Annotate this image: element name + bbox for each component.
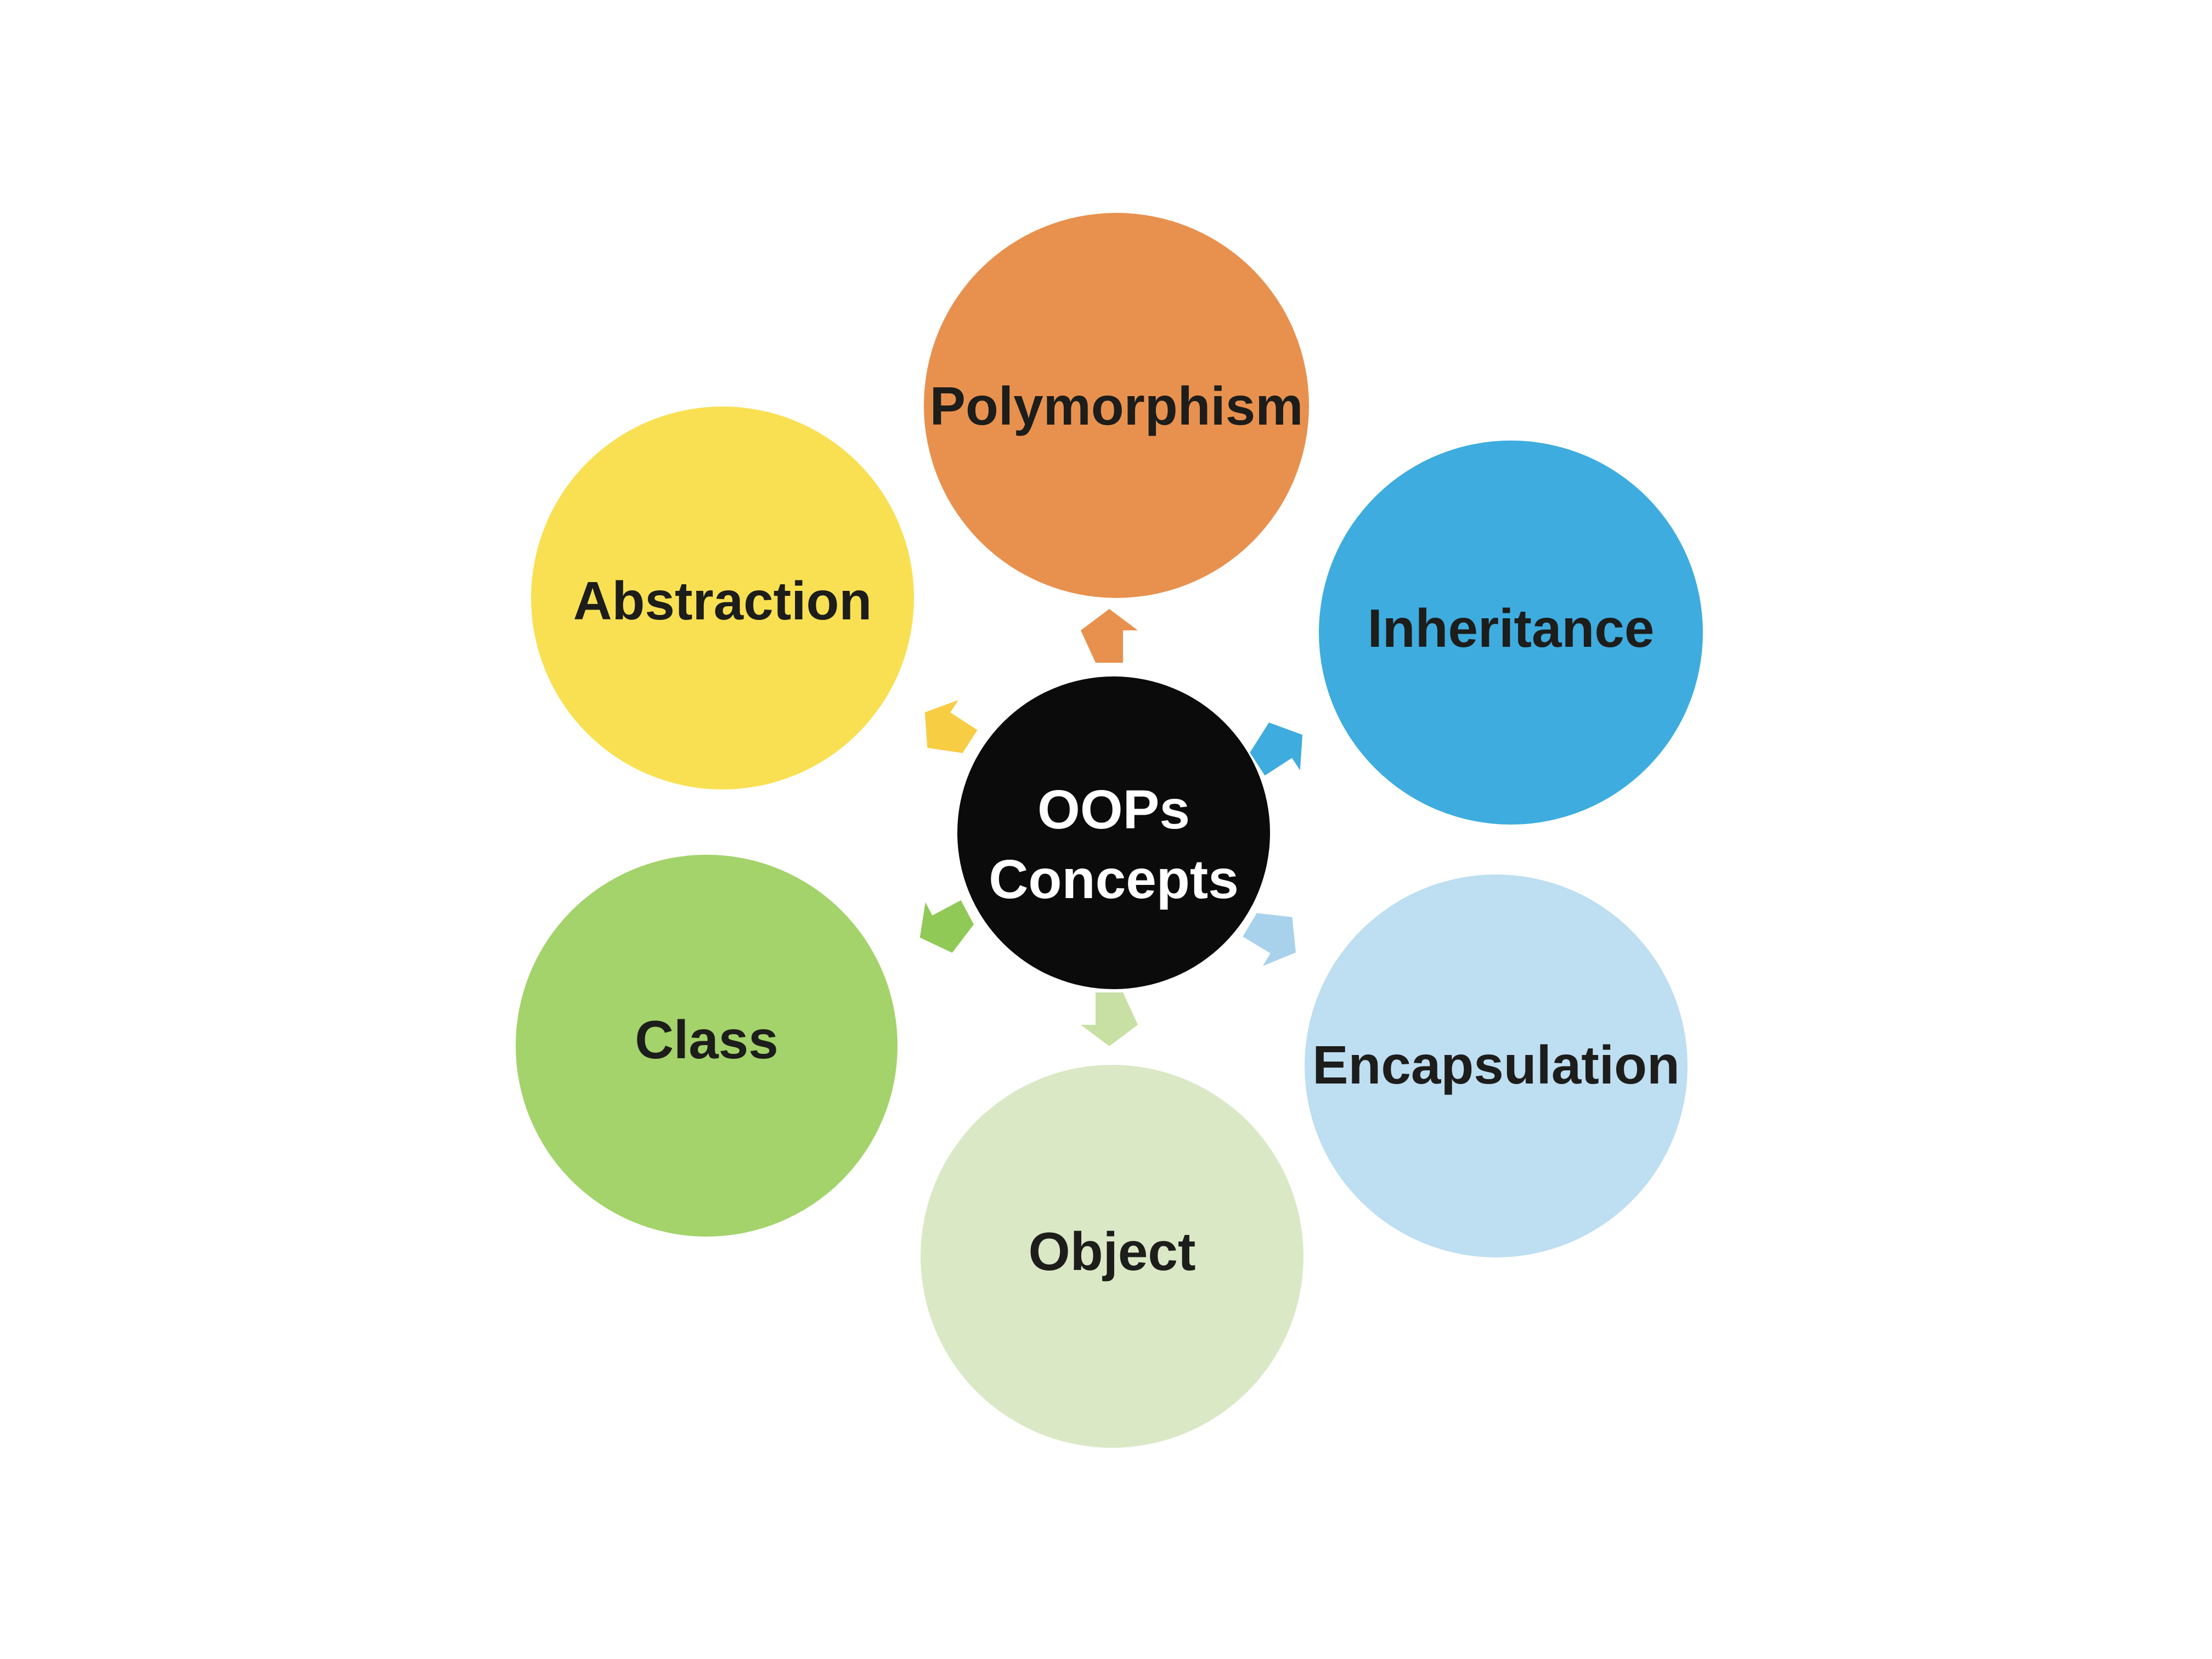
node-abstraction: Abstraction bbox=[531, 407, 914, 789]
arrow-down-to-object-icon bbox=[1081, 992, 1138, 1046]
arrow-down-left-to-class-icon bbox=[919, 900, 974, 953]
class-label: Class bbox=[635, 1009, 778, 1070]
arrow-up-right-to-inheritance-icon bbox=[1250, 722, 1303, 776]
center-label-line2: Concepts bbox=[989, 849, 1239, 910]
encapsulation-circle bbox=[1305, 874, 1688, 1257]
object-label: Object bbox=[1029, 1221, 1196, 1282]
abstraction-label: Abstraction bbox=[573, 571, 872, 631]
encapsulation-label: Encapsulation bbox=[1312, 1035, 1680, 1095]
node-class: Class bbox=[516, 855, 898, 1237]
node-polymorphism: Polymorphism bbox=[924, 213, 1309, 598]
center-circle bbox=[957, 676, 1270, 989]
inheritance-circle bbox=[1319, 441, 1703, 825]
object-circle bbox=[921, 1065, 1304, 1448]
polymorphism-label: Polymorphism bbox=[930, 376, 1304, 436]
polymorphism-circle bbox=[924, 213, 1309, 598]
node-inheritance: Inheritance bbox=[1319, 441, 1703, 825]
class-circle bbox=[516, 855, 898, 1237]
inheritance-label: Inheritance bbox=[1368, 598, 1655, 658]
node-object: Object bbox=[921, 1065, 1304, 1448]
center-label-line1: OOPs bbox=[1037, 779, 1190, 840]
abstraction-circle bbox=[531, 407, 914, 789]
arrow-down-right-to-encapsulation-icon bbox=[1243, 913, 1296, 966]
center-hub: OOPs Concepts bbox=[957, 676, 1270, 989]
arrow-up-to-polymorphism-icon bbox=[1081, 609, 1138, 663]
node-encapsulation: Encapsulation bbox=[1305, 874, 1688, 1257]
arrow-up-left-to-abstraction-icon bbox=[924, 699, 978, 753]
